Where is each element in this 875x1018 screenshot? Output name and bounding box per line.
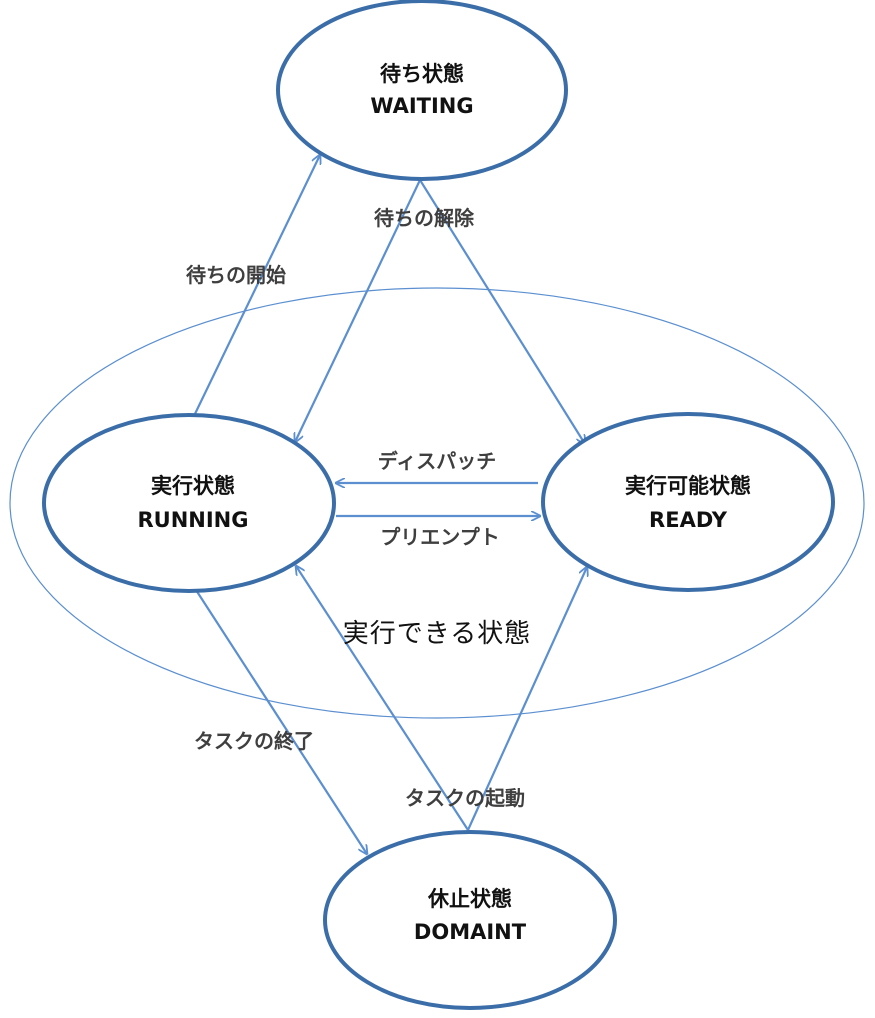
- node-ready-label-en: READY: [649, 508, 728, 532]
- edge-label-wait-release: 待ちの解除: [374, 206, 475, 230]
- node-domaint-label-en: DOMAINT: [414, 920, 527, 944]
- edge-task-start-to-ready: [466, 567, 587, 831]
- edge-label-preempt: プリエンプト: [380, 525, 499, 549]
- node-running: 実行状態 RUNNING: [42, 413, 336, 593]
- node-running-label-ja: 実行状態: [151, 474, 235, 498]
- edge-label-dispatch: ディスパッチ: [378, 449, 497, 473]
- node-ready: 実行可能状態 READY: [541, 412, 835, 592]
- edge-wait-release-to-running: [295, 179, 421, 442]
- node-running-label-en: RUNNING: [138, 508, 249, 532]
- edge-wait-release-to-ready: [419, 179, 585, 444]
- node-waiting-label-en: WAITING: [370, 94, 473, 118]
- node-waiting: 待ち状態 WAITING: [276, 0, 568, 181]
- node-domaint-label-ja: 休止状態: [427, 887, 512, 911]
- edge-wait-start: [192, 155, 320, 419]
- node-ready-label-ja: 実行可能状態: [625, 474, 751, 498]
- edge-label-task-end: タスクの終了: [194, 729, 314, 753]
- edge-task-end: [195, 589, 367, 854]
- node-waiting-label-ja: 待ち状態: [380, 62, 464, 86]
- group-label-executable-states: 実行できる状態: [343, 619, 531, 649]
- executable-states-group: [9, 287, 865, 719]
- edge-task-start-to-running: [296, 566, 469, 831]
- edge-label-wait-start: 待ちの開始: [186, 263, 286, 287]
- node-domaint: 休止状態 DOMAINT: [323, 830, 617, 1010]
- edge-label-task-start: タスクの起動: [405, 786, 525, 810]
